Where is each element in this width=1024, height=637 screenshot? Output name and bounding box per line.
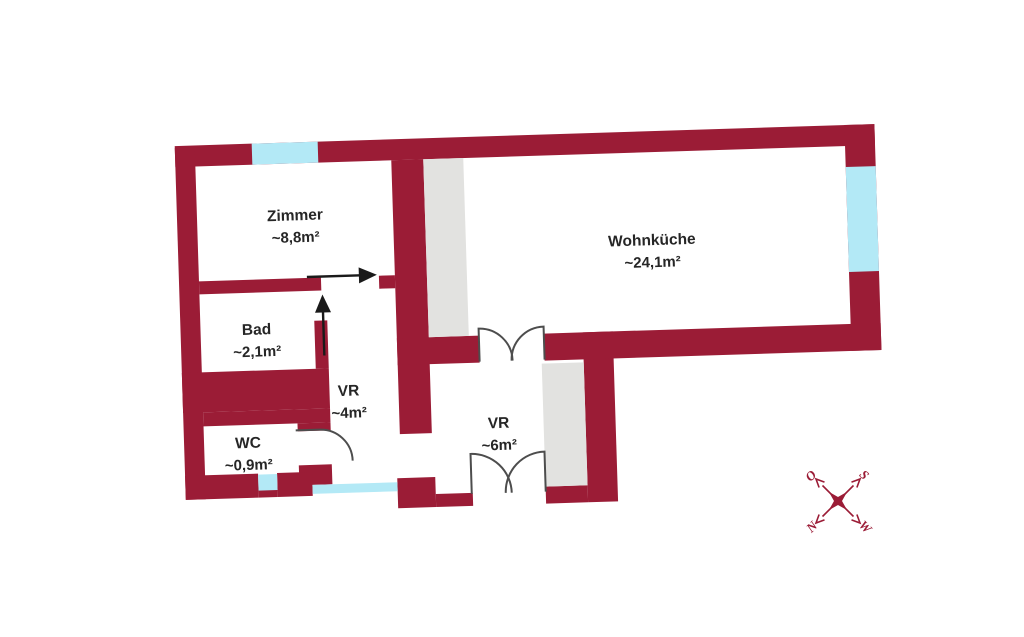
shaft-vr6	[541, 362, 588, 487]
room-name-wc: WC	[235, 435, 261, 453]
room-area-wc: ~0,9m²	[225, 456, 273, 474]
entry-arrow-bad	[315, 294, 332, 356]
room-area-vr4: ~4m²	[331, 404, 367, 422]
room-area-bad: ~2,1m²	[233, 343, 281, 361]
compass-icon: O S W N	[802, 467, 876, 537]
compass-label-north: N	[802, 518, 820, 536]
room-name-vr6: VR	[488, 415, 510, 433]
door-wohnkueche-right-leaf	[510, 325, 546, 361]
wall-vr6-right	[582, 331, 619, 503]
wall-bad-right	[314, 320, 329, 369]
wall-zimmer-right	[391, 159, 432, 435]
wall-wc-window-sill	[258, 489, 278, 498]
floorplan-plan: Zimmer ~8,8m² Wohnküche ~24,1m² Bad ~2,1…	[174, 124, 882, 509]
room-label-vr4: VR ~4m²	[331, 382, 367, 422]
wall-zimmer-bottom-stub	[378, 275, 396, 289]
wall-bottom-mid	[277, 471, 313, 498]
wall-bad-wc-block	[181, 368, 331, 413]
wall-entrance-left	[435, 492, 474, 508]
door-wc	[295, 428, 354, 461]
room-area-wohnkueche: ~24,1m²	[624, 253, 681, 272]
compass-arrowhead-sw	[814, 514, 825, 525]
room-name-bad: Bad	[242, 321, 272, 339]
room-name-zimmer: Zimmer	[267, 206, 324, 225]
door-wohnkueche-left-leaf	[477, 327, 514, 362]
room-label-wohnkueche: Wohnküche ~24,1m²	[608, 231, 696, 272]
room-label-zimmer: Zimmer ~8,8m²	[267, 206, 324, 247]
window-corridor	[312, 482, 398, 494]
compass-arrowhead-ne	[851, 477, 862, 488]
wall-wohnkueche-bottom-left	[396, 335, 480, 366]
room-label-vr6: VR ~6m²	[481, 415, 517, 455]
entry-arrow-zimmer	[306, 267, 377, 284]
shaft-wohnkueche	[423, 158, 469, 338]
entry-arrow-zimmer-line	[306, 274, 361, 279]
entry-arrow-bad-head	[315, 294, 332, 313]
room-area-zimmer: ~8,8m²	[271, 229, 319, 247]
entry-arrow-bad-line	[321, 309, 326, 356]
door-entrance-right-leaf	[504, 450, 547, 493]
wall-vestibule-step	[397, 477, 437, 509]
wall-wohnkueche-bottom-right	[543, 322, 882, 361]
room-name-wohnkueche: Wohnküche	[608, 231, 696, 251]
wall-entrance-right	[545, 485, 589, 504]
room-label-bad: Bad ~2,1m²	[233, 321, 281, 361]
wall-left	[174, 147, 206, 500]
compass-star	[828, 491, 848, 511]
door-entrance-left-leaf	[469, 452, 513, 494]
compass-arrowhead-se	[851, 514, 862, 525]
room-name-vr4: VR	[337, 382, 359, 400]
window-wohnkueche	[845, 166, 879, 272]
wall-zimmer-bottom	[198, 277, 322, 295]
entry-arrow-zimmer-head	[358, 267, 377, 284]
window-zimmer	[251, 141, 319, 165]
room-label-wc: WC ~0,9m²	[225, 435, 273, 475]
wall-wc-top	[203, 408, 331, 427]
window-wc	[258, 474, 278, 491]
wall-bottom-left	[185, 473, 259, 500]
room-area-vr6: ~6m²	[481, 436, 517, 454]
compass-arrowhead-nw	[814, 477, 825, 488]
wall-top	[174, 124, 876, 168]
